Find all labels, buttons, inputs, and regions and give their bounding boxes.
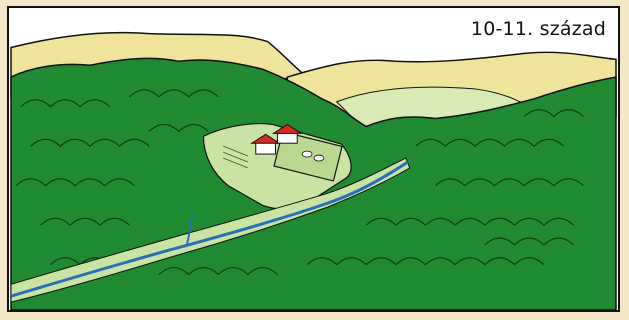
field-rows — [223, 145, 249, 169]
house-icon — [250, 133, 282, 155]
tree-crowns — [15, 89, 584, 276]
house-icon-2 — [271, 123, 303, 144]
river-icon — [10, 160, 409, 298]
landscape-illustration — [10, 8, 617, 310]
animal — [301, 150, 313, 158]
stream — [185, 214, 194, 246]
animal-2 — [313, 154, 325, 162]
illustration-frame: 10-11. század — [7, 6, 620, 312]
era-caption: 10-11. század — [470, 18, 606, 40]
